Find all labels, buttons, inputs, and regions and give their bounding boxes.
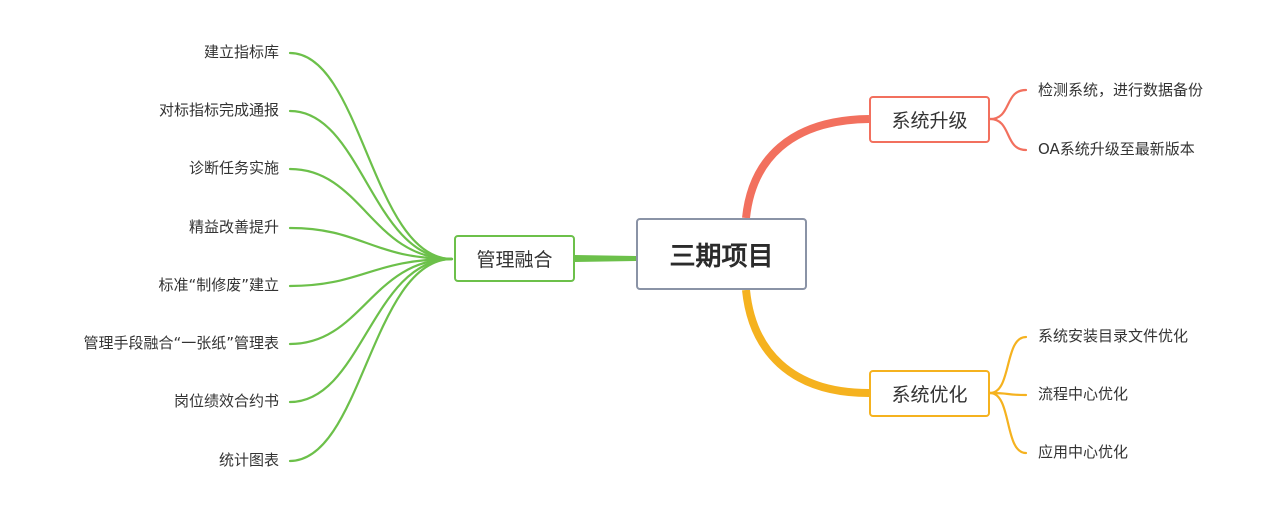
subtopic-youhua-1[interactable]: 系统安装目录文件优化 xyxy=(1038,327,1189,345)
subtopic-youhua-3[interactable]: 应用中心优化 xyxy=(1038,443,1129,461)
branch-topic-label: 系统优化 xyxy=(891,384,968,406)
subtopic-guanli-3[interactable]: 诊断任务实施 xyxy=(188,159,279,177)
edge-guanli-subtopic-6 xyxy=(288,257,454,346)
central-topic-label: 三期项目 xyxy=(669,241,774,272)
subtopic-youhua-2[interactable]: 流程中心优化 xyxy=(1038,385,1129,403)
subtopic-guanli-1[interactable]: 建立指标库 xyxy=(203,43,279,61)
subtopic-guanli-4[interactable]: 精益改善提升 xyxy=(188,218,279,236)
edge-guanli-subtopic-1 xyxy=(288,51,454,261)
subtopic-guanli-6[interactable]: 管理手段融合“一张纸”管理表 xyxy=(83,334,279,352)
edge-guanli-subtopic-8 xyxy=(288,257,454,463)
subtopic-shengji-2[interactable]: OA系统升级至最新版本 xyxy=(1038,140,1195,158)
edge-guanli-subtopic-3 xyxy=(288,167,454,261)
subtopic-guanli-5[interactable]: 标准“制修废”建立 xyxy=(158,276,279,294)
edge-shengji-subtopic-1 xyxy=(988,88,1028,121)
edge-central-shengji xyxy=(742,115,870,219)
branch-topic-label: 系统升级 xyxy=(891,110,968,132)
edge-central-guanli xyxy=(575,255,636,262)
edge-shengji-subtopic-2 xyxy=(988,117,1028,152)
edge-guanli-subtopic-4 xyxy=(288,226,454,261)
edge-guanli-subtopic-7 xyxy=(288,257,454,404)
branch-topic-youhua[interactable]: 系统优化 xyxy=(869,370,990,417)
edge-guanli-subtopic-2 xyxy=(288,109,454,261)
subtopic-shengji-1[interactable]: 检测系统，进行数据备份 xyxy=(1038,81,1204,99)
branch-topic-guanli[interactable]: 管理融合 xyxy=(454,235,575,282)
edge-guanli-subtopic-5 xyxy=(288,257,454,288)
edge-youhua-subtopic-3 xyxy=(988,391,1028,455)
branch-topic-shengji[interactable]: 系统升级 xyxy=(869,96,990,143)
edge-central-youhua xyxy=(742,289,870,397)
branch-topic-label: 管理融合 xyxy=(476,249,553,271)
subtopic-guanli-2[interactable]: 对标指标完成通报 xyxy=(158,101,279,119)
subtopic-guanli-7[interactable]: 岗位绩效合约书 xyxy=(173,392,279,410)
subtopic-guanli-8[interactable]: 统计图表 xyxy=(218,451,279,469)
edge-youhua-subtopic-1 xyxy=(988,335,1028,395)
central-topic[interactable]: 三期项目 xyxy=(636,218,807,290)
